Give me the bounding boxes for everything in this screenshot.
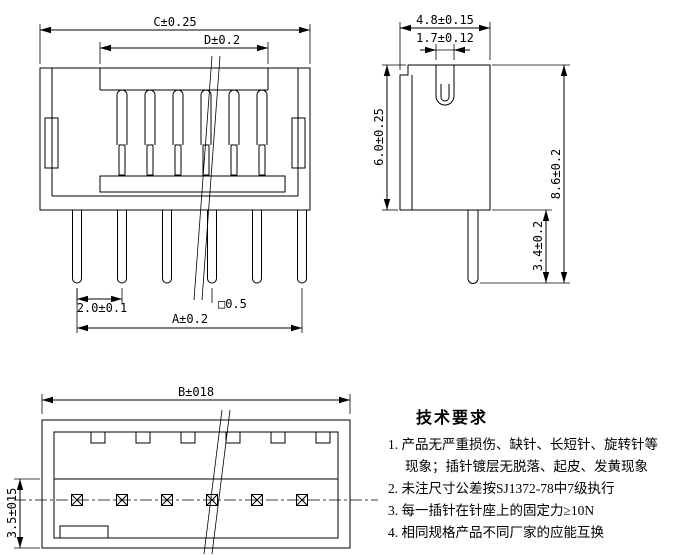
front-body-outline xyxy=(39,67,311,211)
dim-c-label: C±0.25 xyxy=(153,15,196,29)
dim-a: A±0.2 xyxy=(76,288,303,333)
dim-d: D±0.2 xyxy=(99,33,269,64)
dim-pin-length-label: 3.4±0.2 xyxy=(531,221,545,272)
bottom-view: B±018 3.5±015 xyxy=(5,385,378,555)
tech-requirement-item: 1. 产品无严重损伤、缺针、长短针、旋转针等现象；插针镀层无脱落、起皮、发黄现象 xyxy=(388,437,658,474)
dim-a-label: A±0.2 xyxy=(172,312,208,326)
front-contact-pins xyxy=(116,89,268,176)
dim-slot: 1.7±0.12 xyxy=(416,31,474,60)
front-view: C±0.25 D±0.2 2.0±0.1 A±0.2 □0.5 xyxy=(39,15,311,333)
dim-pin-square: □0.5 xyxy=(211,288,247,311)
tech-requirement-item: 3. 每一插针在针座上的固定力≥10N xyxy=(388,503,595,518)
dim-height-label: 6.0±0.25 xyxy=(372,108,386,166)
bottom-break-lines xyxy=(203,409,231,555)
side-view: 4.8±0.15 1.7±0.12 6.0±0.25 8.6±0.2 3.4±0… xyxy=(372,13,570,284)
dim-overall-label: 8.6±0.2 xyxy=(549,149,563,200)
dim-slot-label: 1.7±0.12 xyxy=(416,31,474,45)
dim-width-label: 4.8±0.15 xyxy=(416,13,474,27)
tech-requirements: 技术要求 1. 产品无严重损伤、缺针、长短针、旋转针等现象；插针镀层无脱落、起皮… xyxy=(388,402,662,544)
bottom-body-outline xyxy=(41,419,351,549)
tech-requirements-title: 技术要求 xyxy=(416,410,489,427)
front-bottom-pins xyxy=(72,210,307,284)
tech-requirement-item: 2. 未注尺寸公差按SJ1372-78中7级执行 xyxy=(388,481,615,496)
side-slot-pin xyxy=(440,84,450,102)
dim-depth-label: 3.5±015 xyxy=(5,488,19,539)
dim-b-label: B±018 xyxy=(178,385,214,399)
side-body-outline xyxy=(399,64,491,284)
side-bottom-pin xyxy=(467,210,479,284)
dim-depth: 3.5±015 xyxy=(5,478,40,549)
front-slot xyxy=(99,175,286,193)
dim-height: 6.0±0.25 xyxy=(372,64,406,211)
bottom-step xyxy=(59,525,109,539)
dim-b: B±018 xyxy=(41,385,351,414)
dim-pin-square-label: □0.5 xyxy=(218,297,247,311)
dim-pin-length: 3.4±0.2 xyxy=(492,209,552,283)
tech-requirement-item: 4. 相同规格产品不同厂家的应能互换 xyxy=(388,525,604,540)
dim-d-label: D±0.2 xyxy=(204,33,240,47)
front-break-lines xyxy=(193,55,221,301)
dim-c: C±0.25 xyxy=(39,15,311,64)
dim-pitch-label: 2.0±0.1 xyxy=(77,301,128,315)
dim-pitch: 2.0±0.1 xyxy=(76,288,128,315)
front-right-latch xyxy=(291,117,306,169)
bottom-pin-squares xyxy=(71,494,308,506)
dim-width: 4.8±0.15 xyxy=(399,13,491,70)
front-left-latch xyxy=(44,117,59,169)
dim-overall: 8.6±0.2 xyxy=(480,64,570,284)
